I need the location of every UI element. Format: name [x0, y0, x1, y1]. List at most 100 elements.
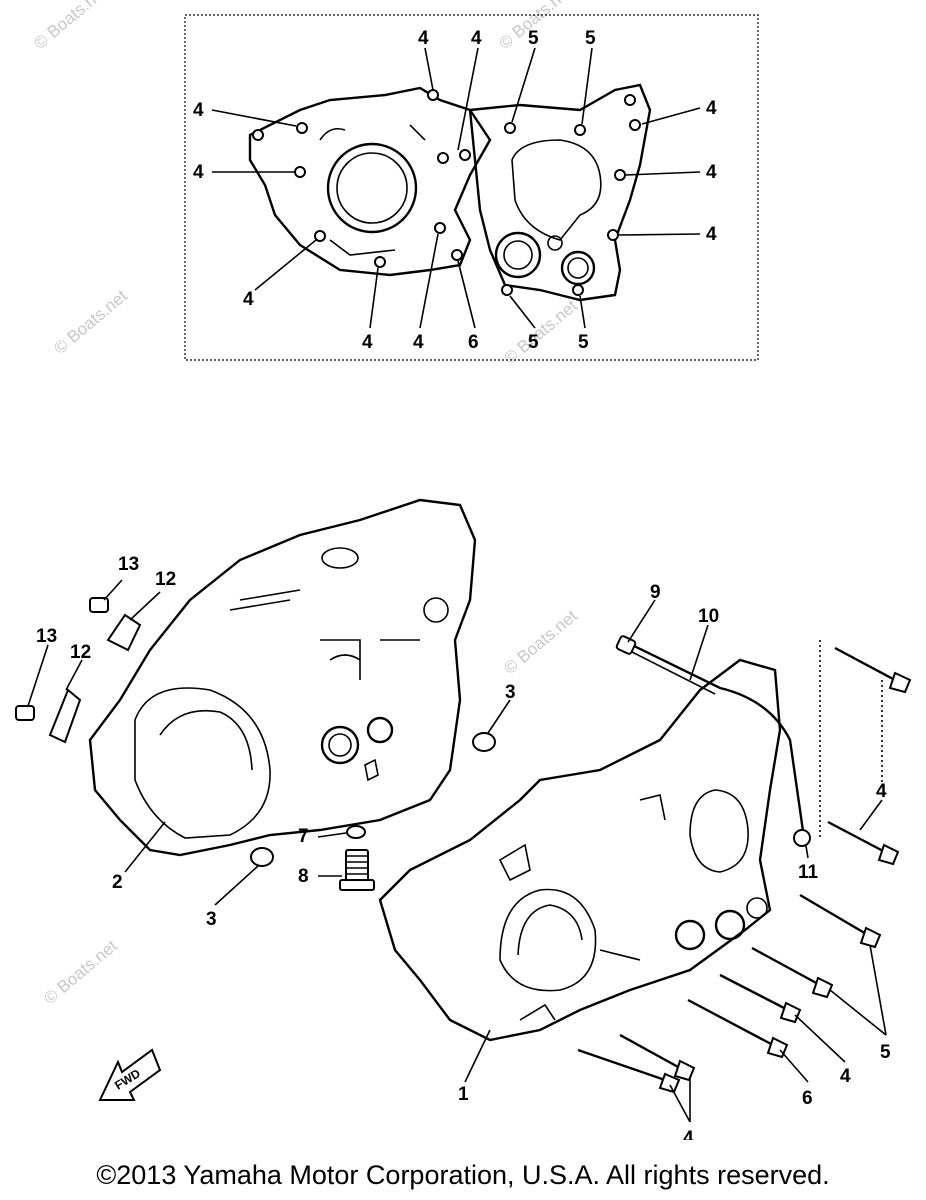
bolt-hole [437, 152, 449, 164]
bolt [687, 998, 789, 1059]
callout-6: 6 [802, 1088, 813, 1109]
right-cylinder-bore [689, 789, 749, 873]
inset-right-seal-c [547, 235, 563, 251]
main-leaders [27, 579, 887, 1123]
bolt-hole [296, 122, 308, 134]
left-seal-a-inner [328, 733, 352, 757]
callout-4: 4 [471, 28, 482, 49]
right-seal-a [674, 919, 706, 951]
inset-right-case [468, 83, 652, 302]
inset-right-seal-b [560, 250, 596, 286]
bolt-hole [434, 222, 446, 234]
dowel-pin [250, 847, 274, 867]
right-crankcase-bore [499, 888, 597, 992]
bolt [827, 820, 900, 866]
callout-4: 4 [193, 100, 204, 121]
callout-4: 4 [362, 332, 373, 353]
left-crankcase-bore [134, 687, 271, 839]
inset-left-case [248, 86, 492, 277]
bolt-hole [501, 284, 513, 296]
screw [89, 597, 109, 613]
drain-plug-assembly [339, 825, 375, 891]
callout-5: 5 [528, 28, 539, 49]
left-crankcase-detail [229, 589, 420, 680]
left-crankcase [88, 498, 477, 857]
callout-12: 12 [155, 569, 176, 590]
copyright-notice: ©2013 Yamaha Motor Corporation, U.S.A. A… [96, 1160, 830, 1190]
left-crankcase-bore-inner [159, 709, 253, 771]
callout-8: 8 [298, 866, 309, 887]
bolt-hole [459, 149, 471, 161]
callout-2: 2 [112, 872, 123, 893]
gasket-washer [346, 825, 366, 839]
bolt-hole [614, 169, 626, 181]
bolt-hole [572, 284, 584, 296]
callout-11: 11 [798, 862, 819, 883]
callout-3: 3 [206, 909, 217, 930]
main-callouts: 13 12 13 12 9 10 3 3 2 7 8 1 4 11 5 4 6 … [36, 554, 891, 1140]
inset-leaders [211, 47, 701, 329]
inset-left-detail [319, 124, 426, 256]
inset-border [184, 14, 759, 361]
bolt [577, 1048, 681, 1094]
bolt-hole [624, 94, 636, 106]
bolt-hole [252, 129, 264, 141]
callout-4: 4 [683, 1128, 694, 1140]
watermark: © Boats.net [500, 296, 581, 368]
bolt-hole [374, 256, 386, 268]
bolt-hole [427, 89, 439, 101]
bolt [619, 1033, 696, 1082]
screw [15, 705, 35, 721]
fwd-arrow: FWD [98, 1048, 162, 1101]
watermark: © Boats.net [500, 606, 581, 678]
callout-3: 3 [505, 682, 516, 703]
callout-5: 5 [528, 332, 539, 353]
inset-bolt-holes [252, 89, 641, 296]
callout-1: 1 [458, 1084, 469, 1105]
bolt-hole [607, 229, 619, 241]
inset-right-seal-a [494, 231, 542, 279]
watermark: © Boats.net [40, 936, 121, 1008]
callout-13: 13 [36, 626, 57, 647]
left-seal-c [423, 597, 449, 623]
callout-10: 10 [698, 606, 719, 627]
callout-4: 4 [706, 224, 717, 245]
callout-5: 5 [880, 1042, 891, 1063]
breather-hose-pipe-edge [631, 651, 716, 695]
left-drain-boss [364, 758, 379, 782]
callout-4: 4 [418, 28, 429, 49]
dowel-pins [250, 732, 496, 867]
callout-9: 9 [650, 582, 661, 603]
clamp [106, 613, 142, 652]
callout-4: 4 [243, 289, 254, 310]
callout-4: 4 [193, 162, 204, 183]
callout-6: 6 [468, 332, 479, 353]
left-seal-a [320, 725, 360, 765]
callout-7: 7 [298, 826, 309, 847]
hose-clamp [793, 829, 811, 847]
callout-13: 13 [118, 554, 139, 575]
left-seal-b [366, 716, 394, 744]
clamp [48, 688, 82, 744]
watermarks: © Boats.net © Boats.net © Boats.net © Bo… [30, 0, 581, 1008]
drain-plug-head [339, 879, 375, 891]
drain-plug-thread [346, 855, 368, 875]
inset-right-seal-a-inner [503, 240, 533, 270]
callout-4: 4 [706, 98, 717, 119]
bolt-hole [574, 124, 586, 136]
bolt [719, 973, 802, 1024]
hose-fitting [615, 635, 637, 655]
inset-callouts: 4 4 5 5 4 4 4 4 4 4 4 4 6 5 5 [193, 28, 717, 353]
callout-4: 4 [876, 781, 887, 802]
bolt [799, 893, 882, 949]
watermark: © Boats.net [30, 0, 111, 53]
breather-hose-pipe [631, 643, 807, 846]
left-boss [321, 547, 359, 569]
bolt [751, 946, 834, 999]
callout-4: 4 [840, 1066, 851, 1087]
callout-4: 4 [706, 162, 717, 183]
right-seal-c [746, 897, 768, 919]
callout-5: 5 [585, 28, 596, 49]
right-seal-b [714, 909, 746, 941]
right-crankcase-detail [498, 794, 666, 1021]
